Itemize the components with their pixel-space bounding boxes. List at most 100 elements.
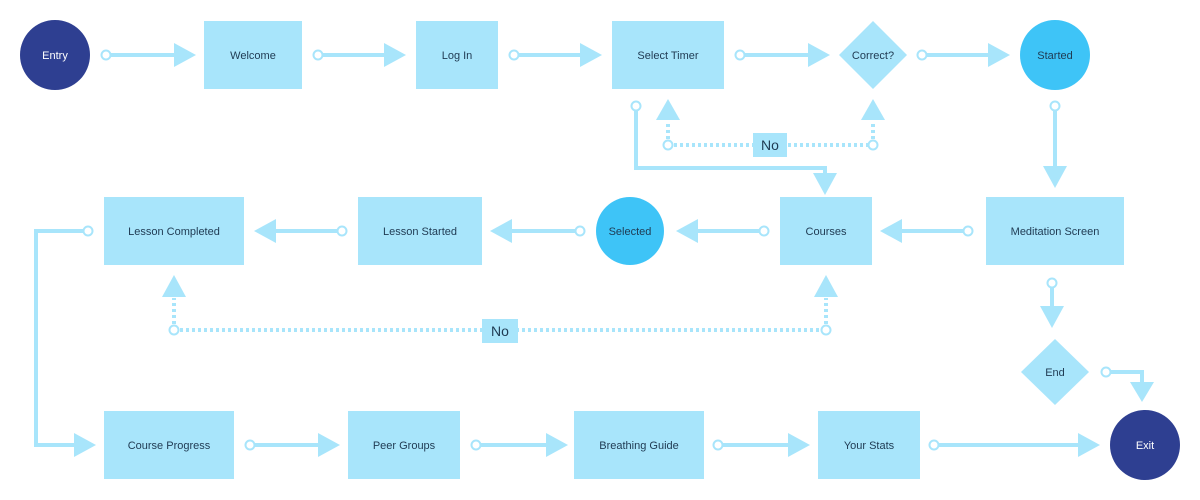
login-label: Log In xyxy=(442,50,473,62)
login-box xyxy=(416,21,498,89)
connector-selecttimer-courses xyxy=(634,106,827,175)
correct-label: Correct? xyxy=(852,50,894,62)
arrowheads xyxy=(74,43,1154,457)
connector-dot xyxy=(508,49,520,61)
connector-dot xyxy=(574,225,586,237)
courses-box xyxy=(780,197,872,265)
peer-groups-box xyxy=(348,411,460,479)
no-label-bottom-group: No xyxy=(482,319,518,343)
meditation-screen-label: Meditation Screen xyxy=(1011,226,1100,238)
node-selected[interactable]: Selected xyxy=(596,197,664,265)
select-timer-box xyxy=(612,21,724,89)
arrowhead xyxy=(861,99,885,120)
connector-dot xyxy=(820,324,832,336)
connector-dot xyxy=(758,225,770,237)
node-correct[interactable]: Correct? xyxy=(839,21,907,89)
arrowhead xyxy=(546,433,568,457)
your-stats-box xyxy=(818,411,920,479)
node-lesson-started[interactable]: Lesson Started xyxy=(358,197,482,265)
arrowhead xyxy=(384,43,406,67)
connector-dot xyxy=(962,225,974,237)
node-courses[interactable]: Courses xyxy=(780,197,872,265)
arrowhead xyxy=(254,219,276,243)
connector-dot xyxy=(1100,366,1112,378)
end-label: End xyxy=(1045,367,1065,379)
select-timer-label: Select Timer xyxy=(637,50,698,62)
connector-dot xyxy=(630,100,642,112)
arrowhead xyxy=(1130,382,1154,402)
arrowhead xyxy=(676,219,698,243)
no-label-top: No xyxy=(761,137,779,153)
connector-dot xyxy=(712,439,724,451)
welcome-label: Welcome xyxy=(230,50,276,62)
connector-dot xyxy=(662,139,674,151)
meditation-screen-box xyxy=(986,197,1124,265)
peer-groups-label: Peer Groups xyxy=(373,440,436,452)
node-breathing-guide[interactable]: Breathing Guide xyxy=(574,411,704,479)
connector-dot xyxy=(168,324,180,336)
node-exit[interactable]: Exit xyxy=(1110,410,1180,480)
entry-circle xyxy=(20,20,90,90)
arrowhead xyxy=(814,275,838,297)
node-course-progress[interactable]: Course Progress xyxy=(104,411,234,479)
arrowhead xyxy=(656,99,680,120)
connector-dot xyxy=(336,225,348,237)
course-progress-label: Course Progress xyxy=(128,440,211,452)
arrowhead xyxy=(580,43,602,67)
connector-dots xyxy=(82,49,1112,451)
no-label-bottom-bg xyxy=(482,319,518,343)
courses-label: Courses xyxy=(806,226,847,238)
arrowhead xyxy=(318,433,340,457)
no-label-top-bg xyxy=(753,133,787,157)
arrowhead xyxy=(788,433,810,457)
connector-dot xyxy=(1046,277,1058,289)
connector-dot xyxy=(82,225,94,237)
arrowhead xyxy=(1040,306,1064,328)
your-stats-label: Your Stats xyxy=(844,440,895,452)
arrowhead xyxy=(808,43,830,67)
node-welcome[interactable]: Welcome xyxy=(204,21,302,89)
node-entry[interactable]: Entry xyxy=(20,20,90,90)
exit-label: Exit xyxy=(1136,440,1154,452)
arrowhead xyxy=(1043,166,1067,188)
breathing-guide-label: Breathing Guide xyxy=(599,440,679,452)
connector-dot xyxy=(867,139,879,151)
arrowhead xyxy=(988,43,1010,67)
arrowhead xyxy=(880,219,902,243)
correct-diamond xyxy=(839,21,907,89)
exit-circle xyxy=(1110,410,1180,480)
node-meditation-screen[interactable]: Meditation Screen xyxy=(986,197,1124,265)
arrowhead xyxy=(162,275,186,297)
node-started[interactable]: Started xyxy=(1020,20,1090,90)
connector-dot xyxy=(1049,100,1061,112)
end-diamond xyxy=(1021,339,1089,405)
selected-circle xyxy=(596,197,664,265)
welcome-box xyxy=(204,21,302,89)
lesson-completed-label: Lesson Completed xyxy=(128,226,220,238)
connector-lessoncompleted-courseprogress xyxy=(34,229,86,447)
connector-end-exit xyxy=(1108,370,1144,384)
connector-dot xyxy=(470,439,482,451)
arrowhead xyxy=(74,433,96,457)
connector-dot xyxy=(916,49,928,61)
node-login[interactable]: Log In xyxy=(416,21,498,89)
node-your-stats[interactable]: Your Stats xyxy=(818,411,920,479)
lesson-started-label: Lesson Started xyxy=(383,226,457,238)
connector-dot xyxy=(244,439,256,451)
node-select-timer[interactable]: Select Timer xyxy=(612,21,724,89)
arrowhead xyxy=(490,219,512,243)
no-label-bottom: No xyxy=(491,323,509,339)
lesson-completed-box xyxy=(104,197,244,265)
lesson-started-box xyxy=(358,197,482,265)
node-peer-groups[interactable]: Peer Groups xyxy=(348,411,460,479)
node-end[interactable]: End xyxy=(1021,339,1089,405)
arrowhead xyxy=(1078,433,1100,457)
connector-dot xyxy=(928,439,940,451)
started-circle xyxy=(1020,20,1090,90)
no-label-top-group: No xyxy=(753,133,787,157)
connector-dot xyxy=(734,49,746,61)
course-progress-box xyxy=(104,411,234,479)
node-lesson-completed[interactable]: Lesson Completed xyxy=(104,197,244,265)
arrowhead xyxy=(813,173,837,195)
